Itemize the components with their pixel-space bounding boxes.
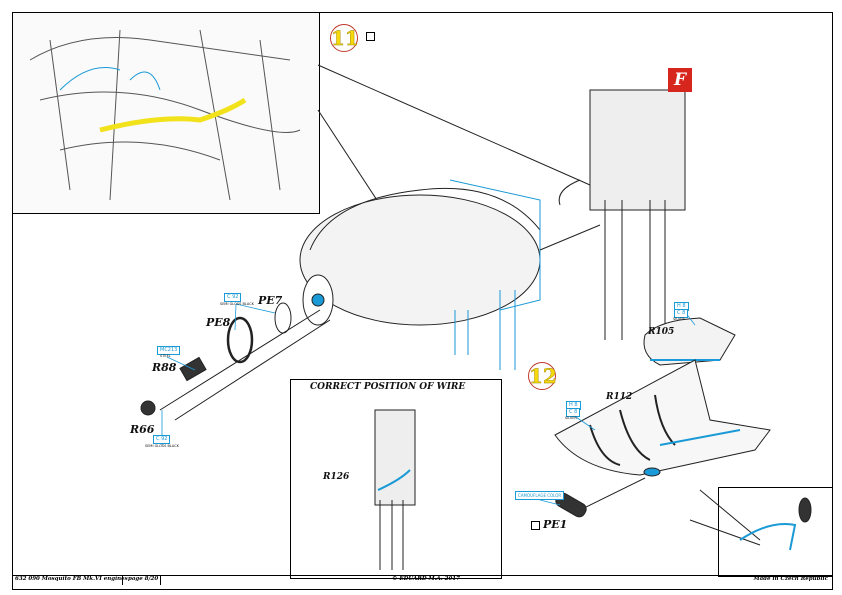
part-label-pe7: PE7 <box>258 294 283 307</box>
paint-code-camouflage: CAMOUFLAGE COLOR <box>515 491 565 500</box>
callout-title: CORRECT POSITION OF WIRE <box>310 382 466 392</box>
detail-inset-exhaust <box>718 487 833 577</box>
pe-part-icon <box>531 521 540 530</box>
page-frame <box>12 12 833 590</box>
part-label-r88: R88 <box>152 361 177 374</box>
paint-code-c8: C 8 <box>566 408 581 417</box>
paint-name: SILVER <box>673 317 685 321</box>
part-label-r66: R66 <box>130 423 155 436</box>
footer-origin: Made in Czech Republic <box>753 576 828 582</box>
paint-name: STEEL <box>160 354 171 358</box>
footer-divider <box>160 575 161 585</box>
footer-divider <box>12 575 832 576</box>
detail-inset-engine-wire <box>12 12 320 214</box>
footer-copyright: © EDUARD M.A. 2017 <box>392 576 460 582</box>
paint-code-c8: C 8 <box>674 309 689 318</box>
callout-box <box>290 379 502 579</box>
footer-divider <box>122 575 123 585</box>
footer-product: 632 090 Mosquito FB Mk.VI engines <box>15 576 128 582</box>
step-12-number: 12 <box>528 362 557 390</box>
part-label-pe1: PE1 <box>543 518 568 531</box>
paint-code-c92: C 92 <box>224 293 242 302</box>
step-11-number: 11 <box>330 24 359 52</box>
paint-name: SILVER <box>565 416 577 420</box>
part-label-r112: R112 <box>606 392 633 402</box>
footer-page: page 8/20 <box>128 576 159 582</box>
paint-name: SEMI GLOSS BLACK <box>145 444 179 448</box>
part-label-pe8: PE8 <box>206 316 231 329</box>
pe-part-icon <box>366 32 375 41</box>
part-label-r105: R105 <box>648 327 675 337</box>
part-label-r126: R126 <box>323 472 350 482</box>
section-f-badge: F <box>668 68 692 92</box>
paint-code-mc213: MC213 <box>157 346 181 355</box>
paint-name: SEMI GLOSS BLACK <box>220 302 254 306</box>
paint-code-c92: C 92 <box>153 435 171 444</box>
